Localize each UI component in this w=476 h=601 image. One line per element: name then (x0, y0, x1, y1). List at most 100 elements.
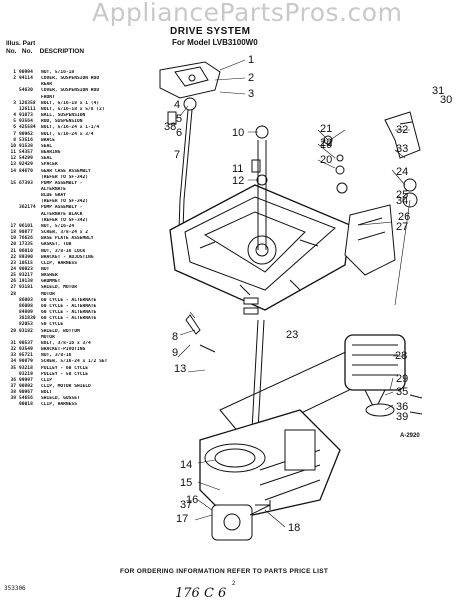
page-title: DRIVE SYSTEM (170, 26, 251, 37)
part-row: (REFER TO SF-342) (6, 199, 132, 205)
callout-16: 16 (186, 494, 198, 506)
part-number: 53516 (19, 137, 33, 143)
part-row: (REFER TO SF-342) (6, 175, 132, 181)
part-description: 60 CYCLE - ALTERNATE (41, 297, 97, 303)
callout-15: 15 (180, 477, 192, 489)
part-description: ROD, SUSPENSION (41, 119, 83, 125)
ordering-footer: FOR ORDERING INFORMATION REFER TO PARTS … (120, 568, 329, 575)
callout-1: 1 (248, 54, 254, 66)
part-number: 86003 (19, 297, 33, 303)
part-row: MOTOR (6, 335, 132, 341)
illus-number: 10 (10, 143, 16, 149)
part-number: 126358 (19, 100, 36, 106)
figure-code: A-2920 (400, 433, 420, 439)
part-number: 90994 (19, 70, 33, 75)
no-header: No. (6, 48, 17, 55)
part-row: ALTERNATE (6, 187, 132, 193)
part-description: SCREW, 3/8-24 x 2 (41, 230, 89, 236)
part-description: BOLT, 5/16-24 x 3/4 (41, 131, 94, 137)
part-description: BOLT (41, 390, 53, 396)
part-number: 425584 (19, 125, 36, 131)
part-description: NUT, 5/16-24 (41, 223, 75, 229)
part-number: 84670 (19, 168, 33, 174)
callout-33: 33 (396, 143, 408, 155)
part-description: BEARING (41, 150, 61, 156)
callout-31: 31 (432, 85, 444, 97)
illus-number: 14 (10, 168, 16, 174)
illus-number: 1 (13, 70, 16, 75)
callout-6: 6 (176, 127, 182, 139)
part-number: 54357 (19, 150, 33, 156)
part-description: WASHER (41, 273, 58, 279)
part-number: 93218 (19, 365, 33, 371)
callout-18: 18 (288, 522, 300, 534)
part-number: 91073 (19, 113, 33, 119)
part-description: BASE PLATE ASSEMBLY (41, 236, 94, 242)
part-description: FRONT (41, 94, 55, 100)
part-description: GROMMET (41, 279, 61, 285)
part-row: REAR (6, 82, 132, 88)
illus-number: 39 (10, 396, 16, 402)
illus-number: 29 (10, 328, 16, 334)
part-description: CLIP, HARNESS (41, 260, 77, 266)
part-row: BLUE GRAY (6, 193, 132, 199)
part-number: 67393 (19, 180, 33, 186)
illus-number: 17 (10, 223, 16, 229)
suspension-cover (159, 61, 221, 99)
document-code: 353306 (4, 585, 26, 592)
part-number: 93219 (19, 371, 33, 377)
part-number: 90892 (19, 383, 33, 389)
part-header: Part (22, 40, 36, 47)
callout-32: 32 (396, 124, 408, 136)
spin-tube (257, 140, 267, 250)
illus-number: 18 (10, 230, 16, 236)
part-description: COVER, SUSPENSION ROD (41, 88, 100, 94)
part-number: 93181 (19, 285, 33, 291)
part-description: PUMP ASSEMBLY - (41, 180, 83, 186)
part-number: 54656 (19, 396, 33, 402)
drive-shaft (251, 319, 265, 431)
part-number: 99997 (19, 377, 33, 383)
part-row: 86003 60 CYCLE - ALTERNATE (6, 298, 132, 304)
page-number: 2 (232, 581, 236, 587)
part-number: 90877 (19, 230, 33, 236)
illus-number: 33 (10, 353, 16, 359)
illus-number: 19 (10, 236, 16, 242)
motor-shield (344, 204, 396, 276)
part-number: 82053 (19, 322, 33, 328)
part-description: SHIELD, GUSSET (41, 396, 80, 402)
part-no-header: No. (21, 48, 33, 55)
part-description: GEAR CASE ASSEMBLY (41, 168, 91, 174)
callout-27: 27 (396, 221, 408, 233)
part-row: ALTERNATE BLACK (6, 212, 132, 218)
callout-10: 10 (232, 127, 244, 139)
part-description: CLIP, MOTOR SHIELD (41, 383, 91, 389)
part-number: 54299 (19, 156, 33, 162)
part-description: BOLT, 3/8-16 x 3/4 (41, 340, 91, 346)
